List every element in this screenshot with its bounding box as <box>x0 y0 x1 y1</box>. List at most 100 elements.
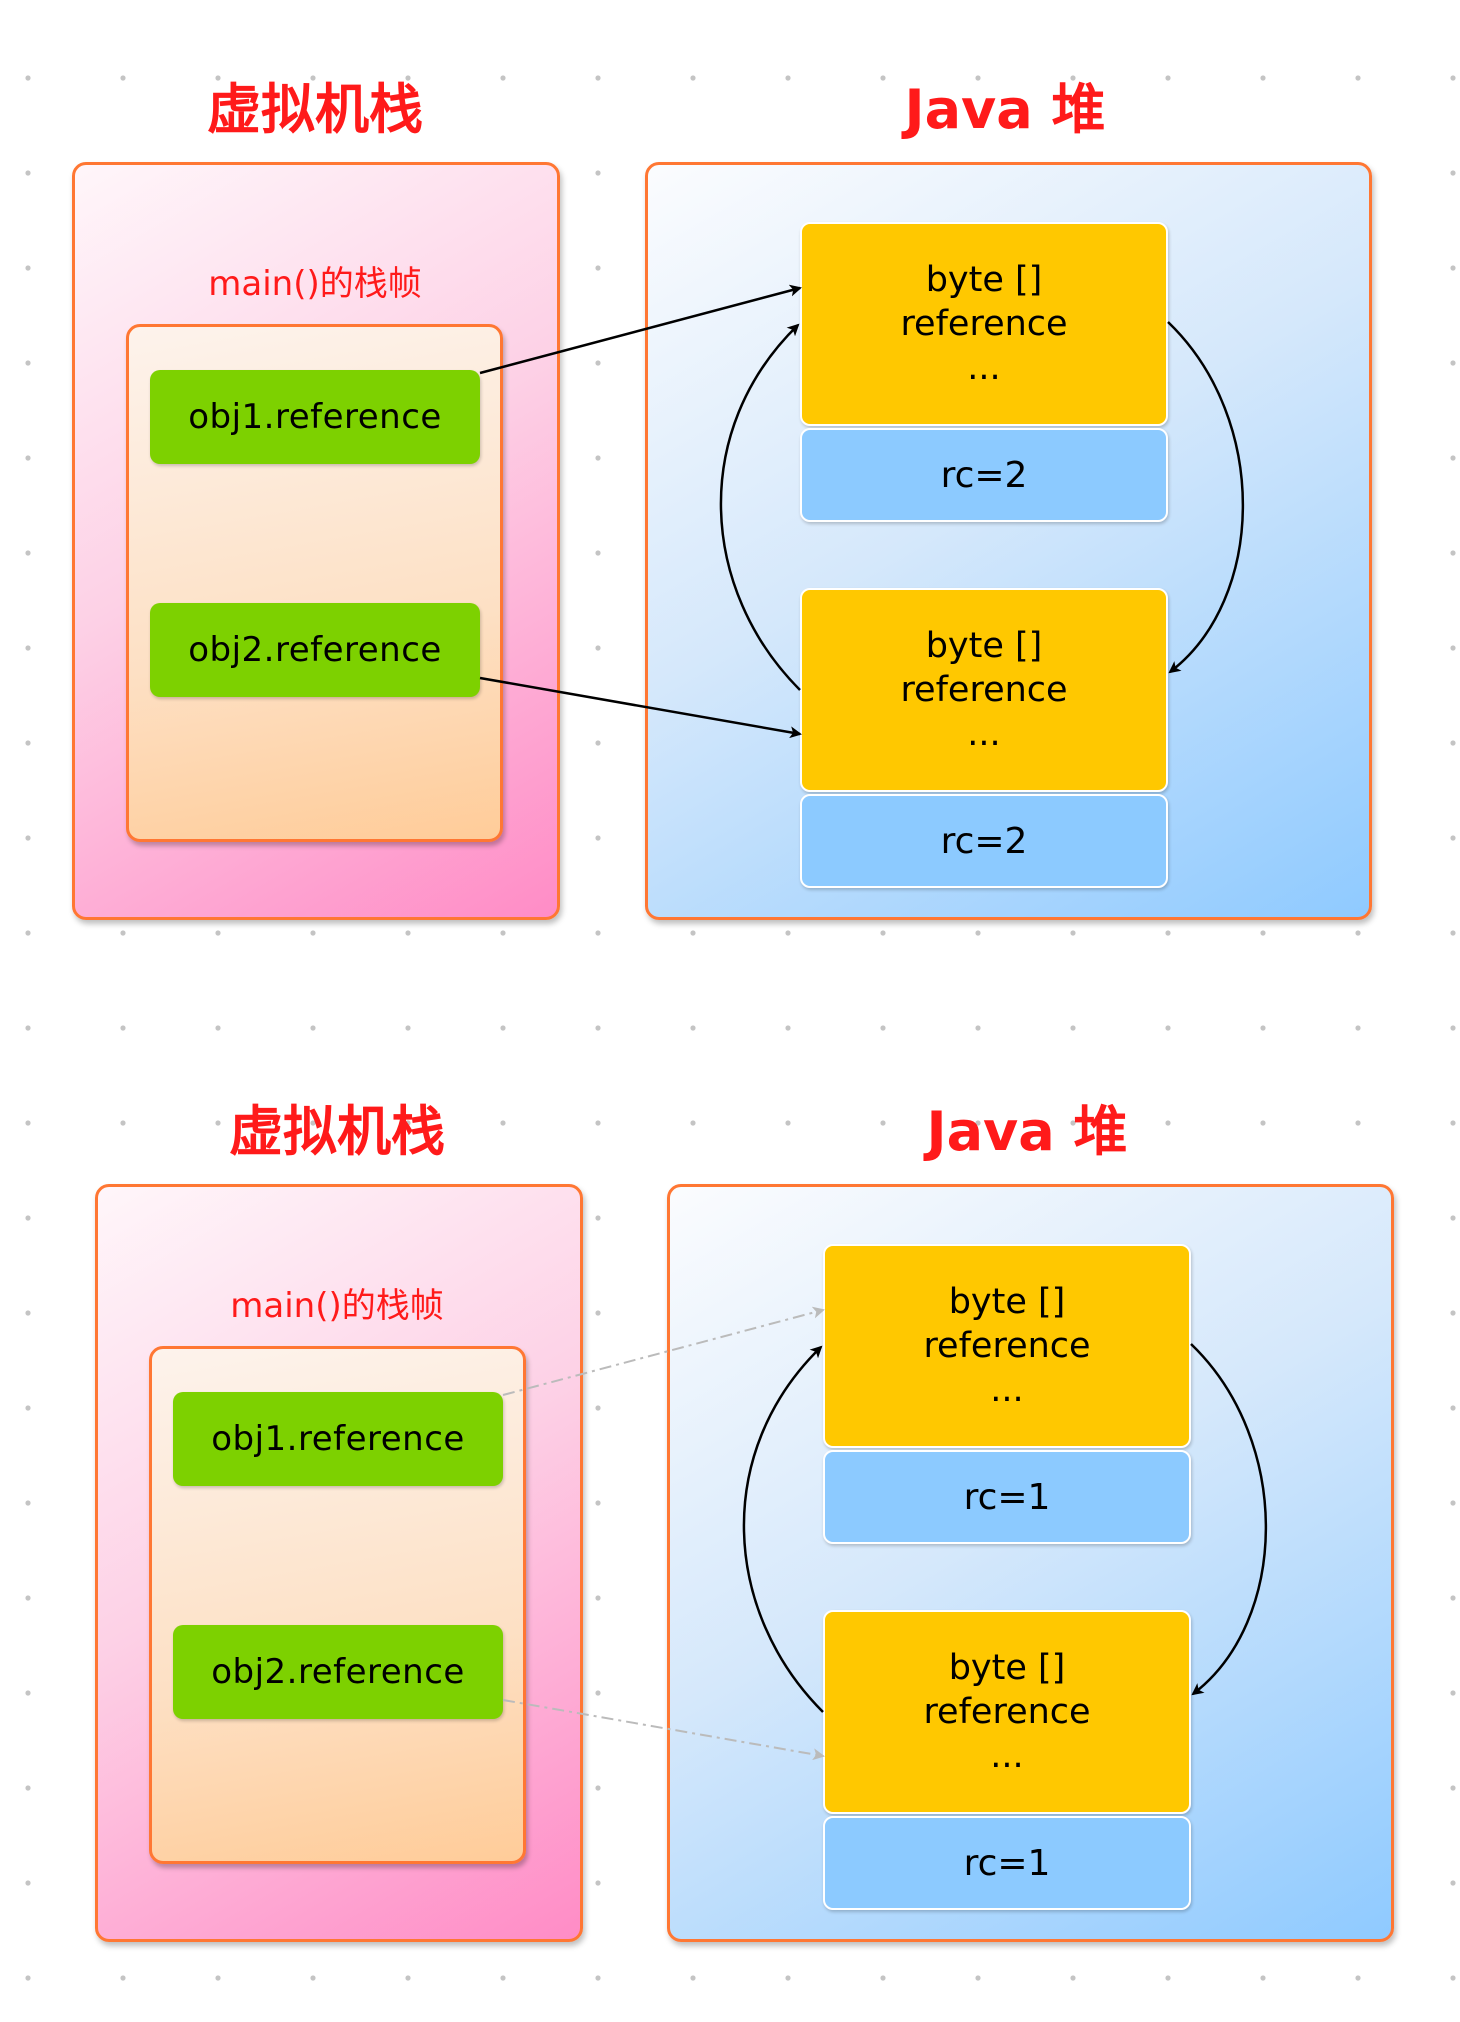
grid-dot <box>215 1120 221 1126</box>
heap-title: Java 堆 <box>904 78 1106 141</box>
obj2-to-object2-arrow <box>479 676 802 739</box>
grid-dot <box>25 1595 31 1601</box>
grid-dot <box>595 1025 601 1031</box>
grid-dot <box>1450 1500 1456 1506</box>
grid-dot <box>1450 1215 1456 1221</box>
grid-dot <box>405 75 411 81</box>
grid-dot <box>1165 930 1171 936</box>
object2-to-object1-arrow <box>742 1345 824 1713</box>
grid-dot <box>215 1025 221 1031</box>
grid-dot <box>880 1975 886 1981</box>
grid-dot <box>120 1120 126 1126</box>
grid-dot <box>975 930 981 936</box>
grid-dot <box>595 170 601 176</box>
grid-dot <box>25 360 31 366</box>
obj1-to-object1-arrow <box>479 284 802 375</box>
object-type-text: byte [] <box>925 626 1043 666</box>
grid-dot <box>215 75 221 81</box>
stack-title: 虚拟机栈 <box>229 1100 445 1163</box>
grid-dot <box>1355 75 1361 81</box>
grid-dot <box>25 645 31 651</box>
heap-object-1: byte [] reference ... <box>800 222 1168 426</box>
grid-dot <box>1450 1880 1456 1886</box>
grid-dot <box>500 75 506 81</box>
grid-dot <box>1450 455 1456 461</box>
grid-dot <box>1070 75 1076 81</box>
object-ellipsis-text: ... <box>967 348 1001 388</box>
grid-dot <box>25 1120 31 1126</box>
grid-dot <box>1450 1405 1456 1411</box>
grid-dot <box>1260 930 1266 936</box>
obj1-reference-label: obj1.reference <box>188 397 442 437</box>
grid-dot <box>25 1405 31 1411</box>
reference-arrows <box>479 284 1245 739</box>
grid-dot <box>1355 1975 1361 1981</box>
grid-dot <box>25 1690 31 1696</box>
diagram-reference-count-after: 虚拟机栈 Java 堆 main()的栈帧 obj1.reference obj… <box>0 1022 1460 2022</box>
grid-dot <box>25 1880 31 1886</box>
grid-dot <box>1450 550 1456 556</box>
grid-dot <box>785 1120 791 1126</box>
obj2-reference: obj2.reference <box>150 603 480 697</box>
grid-dot <box>1450 265 1456 271</box>
grid-dot <box>25 1215 31 1221</box>
grid-dot <box>1070 1025 1076 1031</box>
grid-dot <box>25 835 31 841</box>
obj1-reference: obj1.reference <box>150 370 480 464</box>
grid-dot <box>595 1975 601 1981</box>
reference-arrows <box>502 1306 1268 1761</box>
grid-dot <box>500 1975 506 1981</box>
grid-dot <box>310 1025 316 1031</box>
grid-dot <box>1450 1975 1456 1981</box>
grid-dot <box>1450 740 1456 746</box>
grid-dot <box>975 1975 981 1981</box>
grid-dot <box>690 1120 696 1126</box>
object2-to-object1-arrow <box>719 323 801 691</box>
grid-dot <box>595 360 601 366</box>
grid-dot <box>1450 1120 1456 1126</box>
grid-dot <box>1450 1310 1456 1316</box>
object1-to-object2-arrow <box>1167 321 1245 674</box>
grid-dot <box>215 1975 221 1981</box>
grid-dot <box>25 930 31 936</box>
grid-dot <box>880 930 886 936</box>
grid-dot <box>1450 645 1456 651</box>
grid-dot <box>310 1120 316 1126</box>
obj2-reference-label: obj2.reference <box>211 1652 465 1692</box>
heap-title: Java 堆 <box>926 1100 1128 1163</box>
grid-dot <box>405 1025 411 1031</box>
main-frame-label: main()的栈帧 <box>208 264 422 304</box>
grid-dot <box>595 1690 601 1696</box>
grid-dot <box>1070 1120 1076 1126</box>
obj1-reference: obj1.reference <box>173 1392 503 1486</box>
grid-dot <box>1165 1025 1171 1031</box>
object-type-text: byte [] <box>925 260 1043 300</box>
grid-dot <box>595 930 601 936</box>
grid-dot <box>880 1120 886 1126</box>
obj1-reference-label: obj1.reference <box>211 1419 465 1459</box>
grid-dot <box>25 170 31 176</box>
grid-dot <box>310 930 316 936</box>
grid-dot <box>595 75 601 81</box>
ref-count-text: rc=2 <box>940 820 1028 862</box>
ref-count-2: rc=2 <box>800 794 1168 888</box>
grid-dot <box>595 645 601 651</box>
stack-title: 虚拟机栈 <box>207 78 423 141</box>
grid-dot <box>500 1025 506 1031</box>
grid-dot <box>690 75 696 81</box>
grid-dot <box>1355 930 1361 936</box>
diagram-reference-count-before: 虚拟机栈 Java 堆 main()的栈帧 obj1.reference obj… <box>0 0 1460 1000</box>
grid-dot <box>975 75 981 81</box>
grid-dot <box>120 1025 126 1031</box>
grid-dot <box>1450 360 1456 366</box>
grid-dot <box>120 1975 126 1981</box>
grid-dot <box>1450 835 1456 841</box>
obj1-to-object1-arrow <box>502 1306 825 1396</box>
grid-dot <box>25 550 31 556</box>
grid-dot <box>1355 1025 1361 1031</box>
grid-dot <box>310 75 316 81</box>
grid-dot <box>690 930 696 936</box>
grid-dot <box>975 1025 981 1031</box>
grid-dot <box>405 1975 411 1981</box>
grid-dot <box>1070 1975 1076 1981</box>
